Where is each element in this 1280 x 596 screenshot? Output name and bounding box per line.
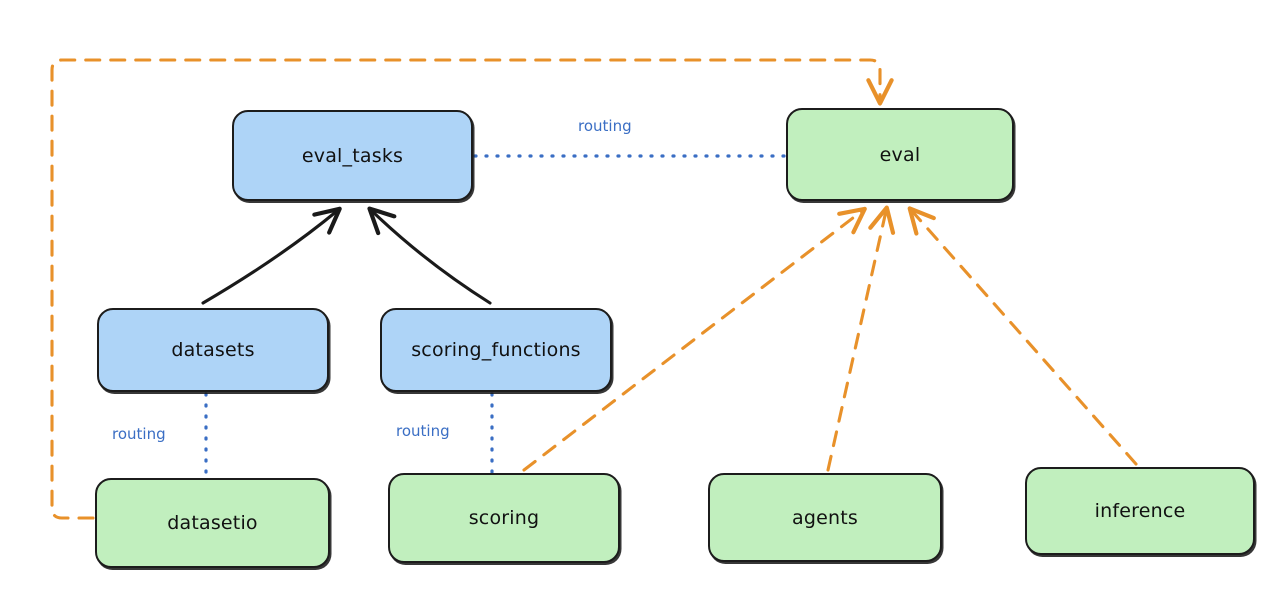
- node-eval[interactable]: eval: [786, 108, 1014, 201]
- node-scoring[interactable]: scoring: [388, 473, 620, 563]
- node-inference-label: inference: [1094, 500, 1186, 522]
- edge-inference-to-eval: [907, 206, 1138, 466]
- edge-datasets-to-eval-tasks: [201, 206, 342, 305]
- edge-scoring-functions-to-eval-tasks: [367, 206, 492, 305]
- node-datasets-label: datasets: [171, 339, 255, 361]
- node-agents[interactable]: agents: [708, 473, 942, 562]
- node-eval-tasks-label: eval_tasks: [301, 144, 404, 167]
- node-scoring-functions[interactable]: scoring_functions: [380, 308, 612, 392]
- edge-label-routing-datasets: routing: [112, 425, 166, 443]
- node-scoring-label: scoring: [468, 507, 540, 529]
- edge-label-routing-eval-tasks: routing: [578, 117, 632, 135]
- node-datasets[interactable]: datasets: [97, 308, 329, 392]
- node-agents-label: agents: [792, 506, 858, 529]
- node-eval-tasks[interactable]: eval_tasks: [232, 110, 473, 201]
- node-inference[interactable]: inference: [1025, 467, 1255, 555]
- node-scoring-functions-label: scoring_functions: [411, 339, 581, 361]
- node-datasetio-label: datasetio: [167, 512, 258, 534]
- node-datasetio[interactable]: datasetio: [95, 478, 330, 568]
- edge-label-routing-scoring-functions: routing: [396, 422, 450, 440]
- node-eval-label: eval: [879, 143, 921, 166]
- edge-agents-to-eval: [826, 205, 896, 472]
